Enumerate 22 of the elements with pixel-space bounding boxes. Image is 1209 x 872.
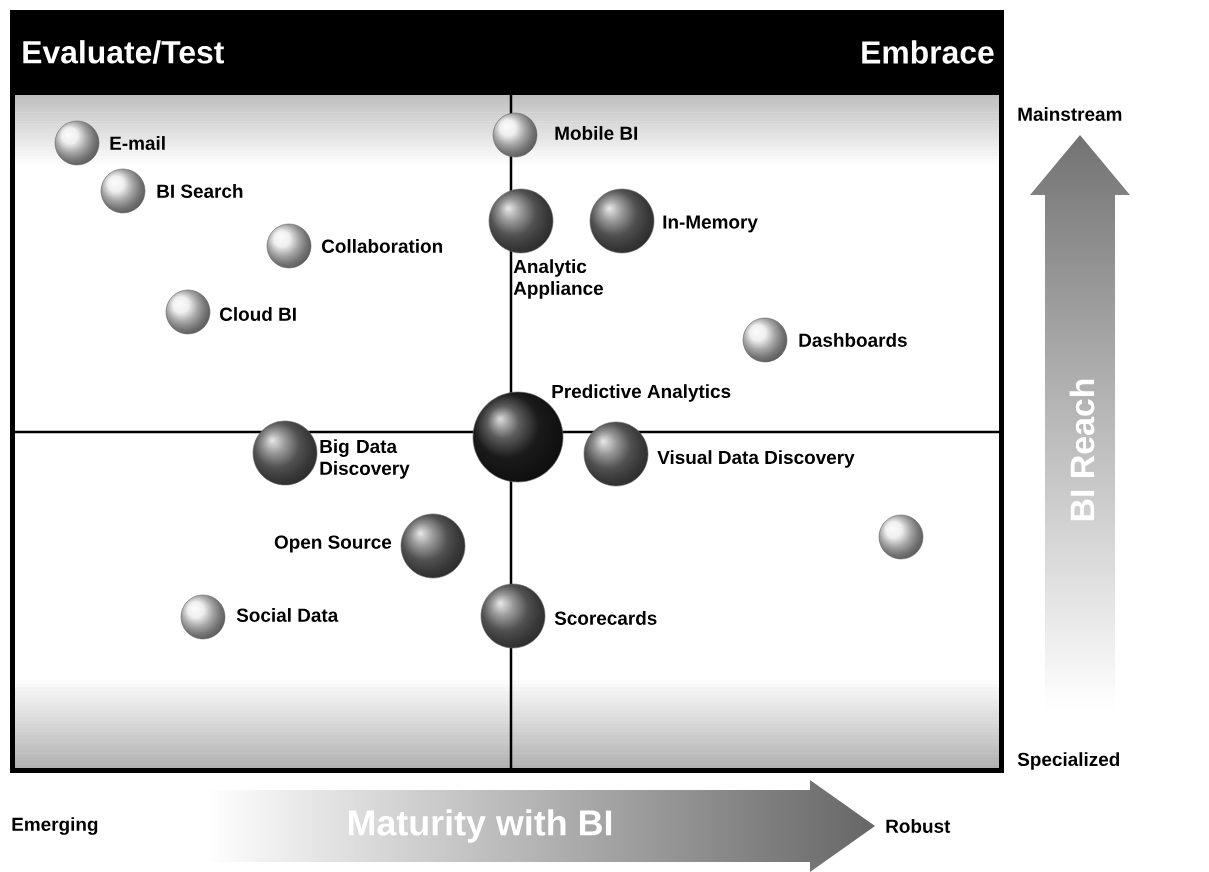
bubble-label: Open Source bbox=[274, 535, 392, 553]
bubble-label: Big Data Discovery bbox=[320, 439, 410, 479]
bubble bbox=[878, 514, 924, 560]
bubble-label: Scorecards bbox=[554, 611, 657, 625]
bubble-label: Predictive Analytics bbox=[552, 384, 731, 402]
bubble-label: Cloud BI bbox=[220, 307, 296, 321]
bubble-label: In-Memory bbox=[663, 215, 758, 233]
axis-label: Robust bbox=[886, 819, 951, 833]
quadrant-heading: Embrace bbox=[862, 40, 994, 64]
bubble-label: Dashboards bbox=[799, 333, 907, 347]
axis-label: Emerging bbox=[12, 817, 98, 835]
bubble-label: Collaboration bbox=[322, 239, 443, 253]
bubble-label: BI Search bbox=[157, 184, 243, 198]
bubble-label: E-mail bbox=[110, 136, 165, 150]
bubble-label: Mobile BI bbox=[555, 126, 638, 140]
bubble-label: Social Data bbox=[236, 608, 339, 622]
bubble-label: Analytic Appliance bbox=[513, 259, 603, 299]
axis-label: Mainstream bbox=[1018, 107, 1122, 121]
axis-label: Specialized bbox=[1017, 752, 1120, 770]
axis-title: Maturity with BI bbox=[348, 809, 612, 843]
quadrant-heading: Evaluate/Test bbox=[23, 40, 224, 64]
bubble-label: Visual Data Discovery bbox=[657, 450, 855, 468]
